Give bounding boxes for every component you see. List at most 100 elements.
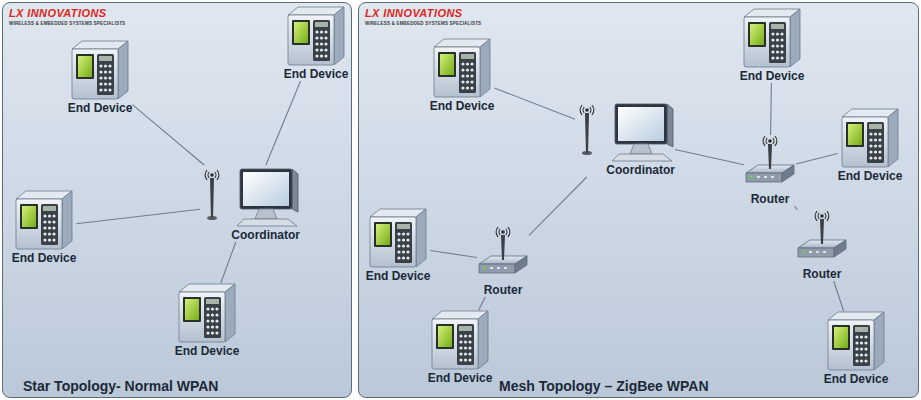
keypad-button <box>315 42 318 45</box>
keypad-button <box>470 80 473 83</box>
keypad-button <box>869 144 872 147</box>
device-front <box>432 319 478 369</box>
device-side <box>118 41 128 99</box>
keypad-button <box>211 319 214 322</box>
keypad-display <box>461 54 474 59</box>
router-front <box>798 248 834 257</box>
keypad-button <box>324 48 327 51</box>
keypad-display <box>397 224 410 229</box>
keypad-button <box>99 64 102 67</box>
screen-frame <box>76 54 94 79</box>
keypad-button <box>776 32 779 35</box>
keypad-button <box>320 54 323 57</box>
antenna-tip <box>768 139 772 143</box>
keypad-button <box>461 62 464 65</box>
device-screen <box>376 224 390 245</box>
device-front <box>288 15 334 65</box>
logo-tagline: WIRELESS & EMBEDDED SYSTEMS SPECIALISTS <box>9 21 125 26</box>
screen-frame <box>292 20 310 45</box>
keypad-button <box>771 32 774 35</box>
keypad-button <box>104 82 107 85</box>
router-led <box>809 251 812 253</box>
node-label: End Device <box>366 269 431 283</box>
monitor-bezel <box>615 104 667 144</box>
end-device-icon <box>432 310 488 370</box>
coordinator-node-icon <box>200 165 300 227</box>
keypad-button <box>108 82 111 85</box>
keypad <box>313 20 330 61</box>
keypad-button <box>108 64 111 67</box>
keypad-button <box>315 30 318 33</box>
antenna-mast <box>768 144 772 169</box>
device-front <box>828 320 874 370</box>
keypad-button <box>397 256 400 259</box>
device-front <box>434 47 480 97</box>
router-led <box>750 176 753 178</box>
keypad-button <box>869 150 872 153</box>
keypad-button <box>211 313 214 316</box>
topology-panel: LX INNOVATIONSWIRELESS & EMBEDDED SYSTEM… <box>358 2 919 398</box>
keypad-button <box>864 359 867 362</box>
keypad-button <box>860 347 863 350</box>
keypad-button <box>315 36 318 39</box>
keypad-button <box>466 62 469 65</box>
end-device: End Device <box>175 283 240 358</box>
device-screen <box>22 206 36 227</box>
keypad-display <box>43 206 56 211</box>
end-device: End Device <box>428 310 493 385</box>
end-device: End Device <box>12 190 77 265</box>
keypad-button <box>48 232 51 235</box>
logo-text: LX INNOVATIONS <box>9 7 106 19</box>
antenna-wave <box>217 170 219 180</box>
device-side <box>888 109 898 167</box>
keypad-button <box>464 346 467 349</box>
coordinator-node-icon <box>575 100 675 162</box>
router-side <box>515 256 527 273</box>
keypad-button <box>324 30 327 33</box>
keypad-button <box>780 38 783 41</box>
keypad-display <box>771 24 784 29</box>
device-side <box>790 9 800 67</box>
keypad-button <box>48 226 51 229</box>
topology-panel: LX INNOVATIONS WIRELESS & EMBEDDED SYSTEM… <box>2 2 352 398</box>
keypad-button <box>52 226 55 229</box>
keypad-button <box>324 54 327 57</box>
device-side <box>478 311 488 369</box>
router-led <box>483 267 486 269</box>
end-device-icon <box>828 311 884 371</box>
antenna-wave <box>583 107 584 113</box>
keypad-button <box>48 220 51 223</box>
keypad-button <box>402 250 405 253</box>
antenna-wave <box>825 213 826 219</box>
keypad-button <box>874 150 877 153</box>
keypad-display <box>99 56 112 61</box>
keypad-button <box>206 319 209 322</box>
keypad-button <box>464 340 467 343</box>
keypad-button <box>874 144 877 147</box>
node-label: Router <box>751 192 790 206</box>
keypad-button <box>464 334 467 337</box>
end-device: End Device <box>284 6 349 81</box>
monitor-stand <box>255 209 277 219</box>
panel-caption: Mesh Topology – ZigBee WPAN <box>499 378 709 394</box>
keypad-button <box>466 68 469 71</box>
keypad-button <box>459 340 462 343</box>
keypad-button <box>874 138 877 141</box>
antenna-wave <box>773 138 774 144</box>
keypad-button <box>406 244 409 247</box>
keypad-button <box>397 238 400 241</box>
keypad-button <box>780 44 783 47</box>
antenna-wave <box>508 227 510 237</box>
keypad-button <box>52 214 55 217</box>
logo-text: LX INNOVATIONS <box>365 7 462 19</box>
keypad-button <box>215 319 218 322</box>
keypad-button <box>869 138 872 141</box>
keypad <box>41 204 58 245</box>
antenna-wave <box>205 170 207 180</box>
keypad-button <box>43 226 46 229</box>
keypad-button <box>468 358 471 361</box>
antenna-tip <box>210 173 214 177</box>
keypad-button <box>780 56 783 59</box>
keypad-button <box>780 32 783 35</box>
